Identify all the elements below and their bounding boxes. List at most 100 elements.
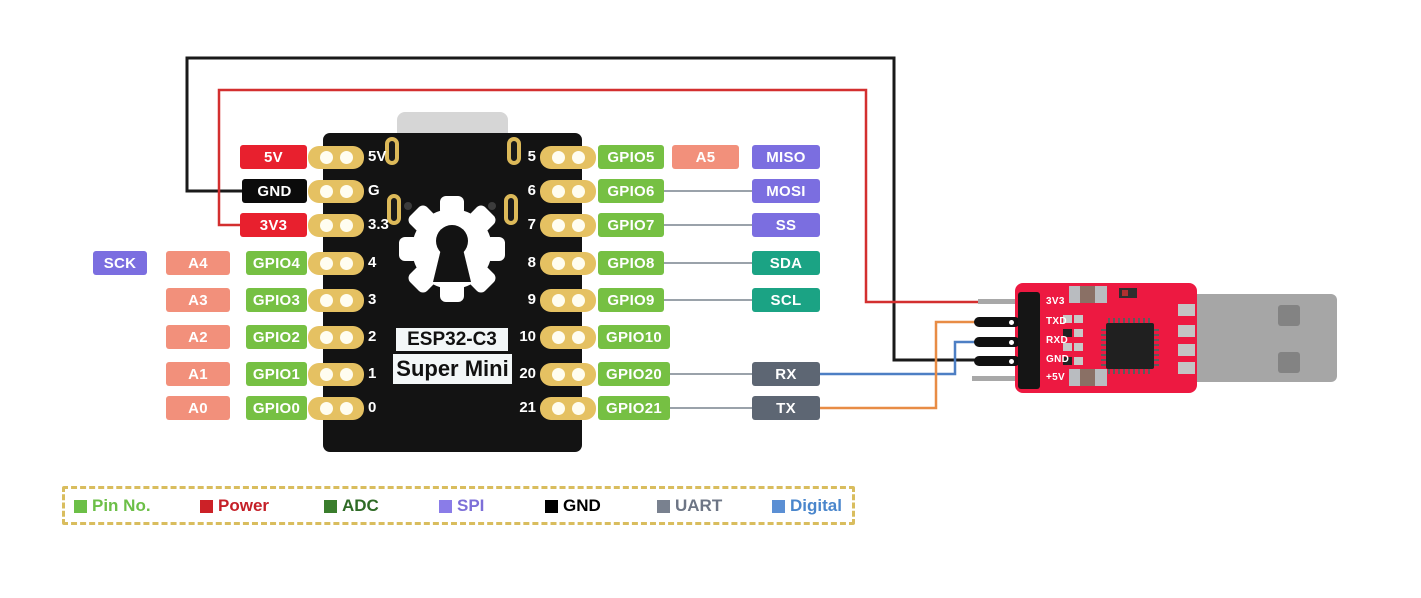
badge-tx: TX: [752, 396, 820, 420]
badge-gpio1: GPIO1: [246, 362, 307, 386]
pad-hole: [339, 294, 353, 307]
adapter-pin-3v3: [978, 299, 1019, 304]
legend-swatch-adc: [324, 499, 337, 513]
board-pin-number: 3: [368, 291, 377, 308]
pad-hole: [339, 185, 353, 198]
badge-a2: A2: [166, 325, 230, 349]
board-pin-number: 4: [368, 254, 377, 271]
pin-tip: [1009, 358, 1014, 364]
pad-hole: [339, 219, 353, 232]
badge-gpio2: GPIO2: [246, 325, 307, 349]
legend-swatch-digital: [772, 499, 785, 513]
pad-right-gpio6: [540, 180, 596, 203]
smd-component: [1119, 288, 1137, 298]
legend-swatch-gnd: [545, 499, 558, 513]
badge-gpio21: GPIO21: [598, 396, 670, 420]
legend-box: [62, 486, 855, 525]
badge-gpio9: GPIO9: [598, 288, 664, 312]
smd-component: [1074, 343, 1083, 351]
board-pin-number: 3.3: [368, 216, 389, 233]
board-pin-number: 9: [527, 291, 536, 308]
board-pin-number: 1: [368, 365, 377, 382]
badge-gpio0: GPIO0: [246, 396, 307, 420]
adapter-label-rxd: RXD: [1046, 335, 1069, 346]
badge-5v: 5V: [240, 145, 307, 169]
legend-label: GND: [563, 496, 601, 515]
pad-hole: [551, 185, 565, 198]
badge-miso: MISO: [752, 145, 820, 169]
badge-gpio7: GPIO7: [598, 213, 664, 237]
badge-a0: A0: [166, 396, 230, 420]
board-variant-label: Super Mini: [393, 354, 512, 384]
badge-a4: A4: [166, 251, 230, 275]
gear-logo-icon: [399, 196, 505, 302]
smd-component: [1063, 329, 1072, 337]
legend-swatch-spi: [439, 499, 452, 513]
adapter-label-gnd: GND: [1046, 354, 1070, 365]
pad-right-gpio10: [540, 326, 596, 349]
board-pin-number: 8: [527, 254, 536, 271]
pin-tip: [1009, 319, 1014, 325]
board-slot: [504, 194, 518, 225]
smd-component: [1122, 290, 1128, 296]
legend-swatch-uart: [657, 499, 670, 513]
usb-plug: [1192, 294, 1337, 382]
smd-component: [1063, 357, 1072, 365]
pad-hole: [551, 151, 565, 164]
badge-a5: A5: [672, 145, 739, 169]
wire-rx: [818, 340, 976, 376]
board-pin-number: 0: [368, 399, 377, 416]
badge-gpio6: GPIO6: [598, 179, 664, 203]
pad-hole: [339, 151, 353, 164]
legend-label: SPI: [457, 496, 485, 515]
link-gpio8-sda: [664, 262, 752, 264]
chip-pins: [1101, 326, 1106, 366]
board-dot: [404, 202, 412, 210]
board-pin-number: 2: [368, 328, 377, 345]
smd-component: [1074, 329, 1083, 337]
board-slot: [387, 194, 401, 225]
pad-hole: [551, 294, 565, 307]
pad-hole: [339, 402, 353, 415]
board-pin-number: 20: [519, 365, 536, 382]
edge-pad: [1178, 344, 1195, 356]
board-slot: [385, 137, 399, 165]
badge-ss: SS: [752, 213, 820, 237]
wire-gnd: [185, 56, 976, 362]
edge-pad: [1178, 362, 1195, 374]
smd-component: [1074, 315, 1083, 323]
pad-left-3v3: [308, 214, 364, 237]
usb-contact-hole: [1278, 352, 1300, 373]
adapter-chip: [1106, 323, 1154, 369]
chip-pins: [1108, 318, 1152, 323]
legend-item-spi: SPI: [439, 496, 484, 516]
pad-hole: [571, 257, 585, 270]
smd-component: [1080, 369, 1095, 386]
adapter-label-5v: +5V: [1046, 372, 1065, 383]
legend-item-pin-no: Pin No.: [74, 496, 151, 516]
board-model-label: ESP32-C3: [396, 328, 508, 351]
pad-hole: [571, 368, 585, 381]
badge-gpio5: GPIO5: [598, 145, 664, 169]
smd-component: [1063, 343, 1072, 351]
badge-gnd: GND: [242, 179, 307, 203]
adapter-pin-5v: [972, 376, 1019, 381]
pad-left-5v: [308, 146, 364, 169]
legend-item-adc: ADC: [324, 496, 379, 516]
legend-label: ADC: [342, 496, 379, 515]
adapter-pin-txd: [974, 317, 1020, 327]
smd-component: [1063, 315, 1072, 323]
pad-left-gpio3: [308, 289, 364, 312]
badge-gpio20: GPIO20: [598, 362, 670, 386]
smd-component: [1074, 357, 1083, 365]
legend-item-uart: UART: [657, 496, 722, 516]
edge-pad: [1178, 325, 1195, 337]
board-pin-number: 6: [527, 182, 536, 199]
pad-hole: [571, 294, 585, 307]
link-gpio7-ss: [664, 224, 752, 226]
adapter-label-txd: TXD: [1046, 316, 1067, 327]
badge-mosi: MOSI: [752, 179, 820, 203]
badge-gpio8: GPIO8: [598, 251, 664, 275]
pad-hole: [319, 219, 333, 232]
